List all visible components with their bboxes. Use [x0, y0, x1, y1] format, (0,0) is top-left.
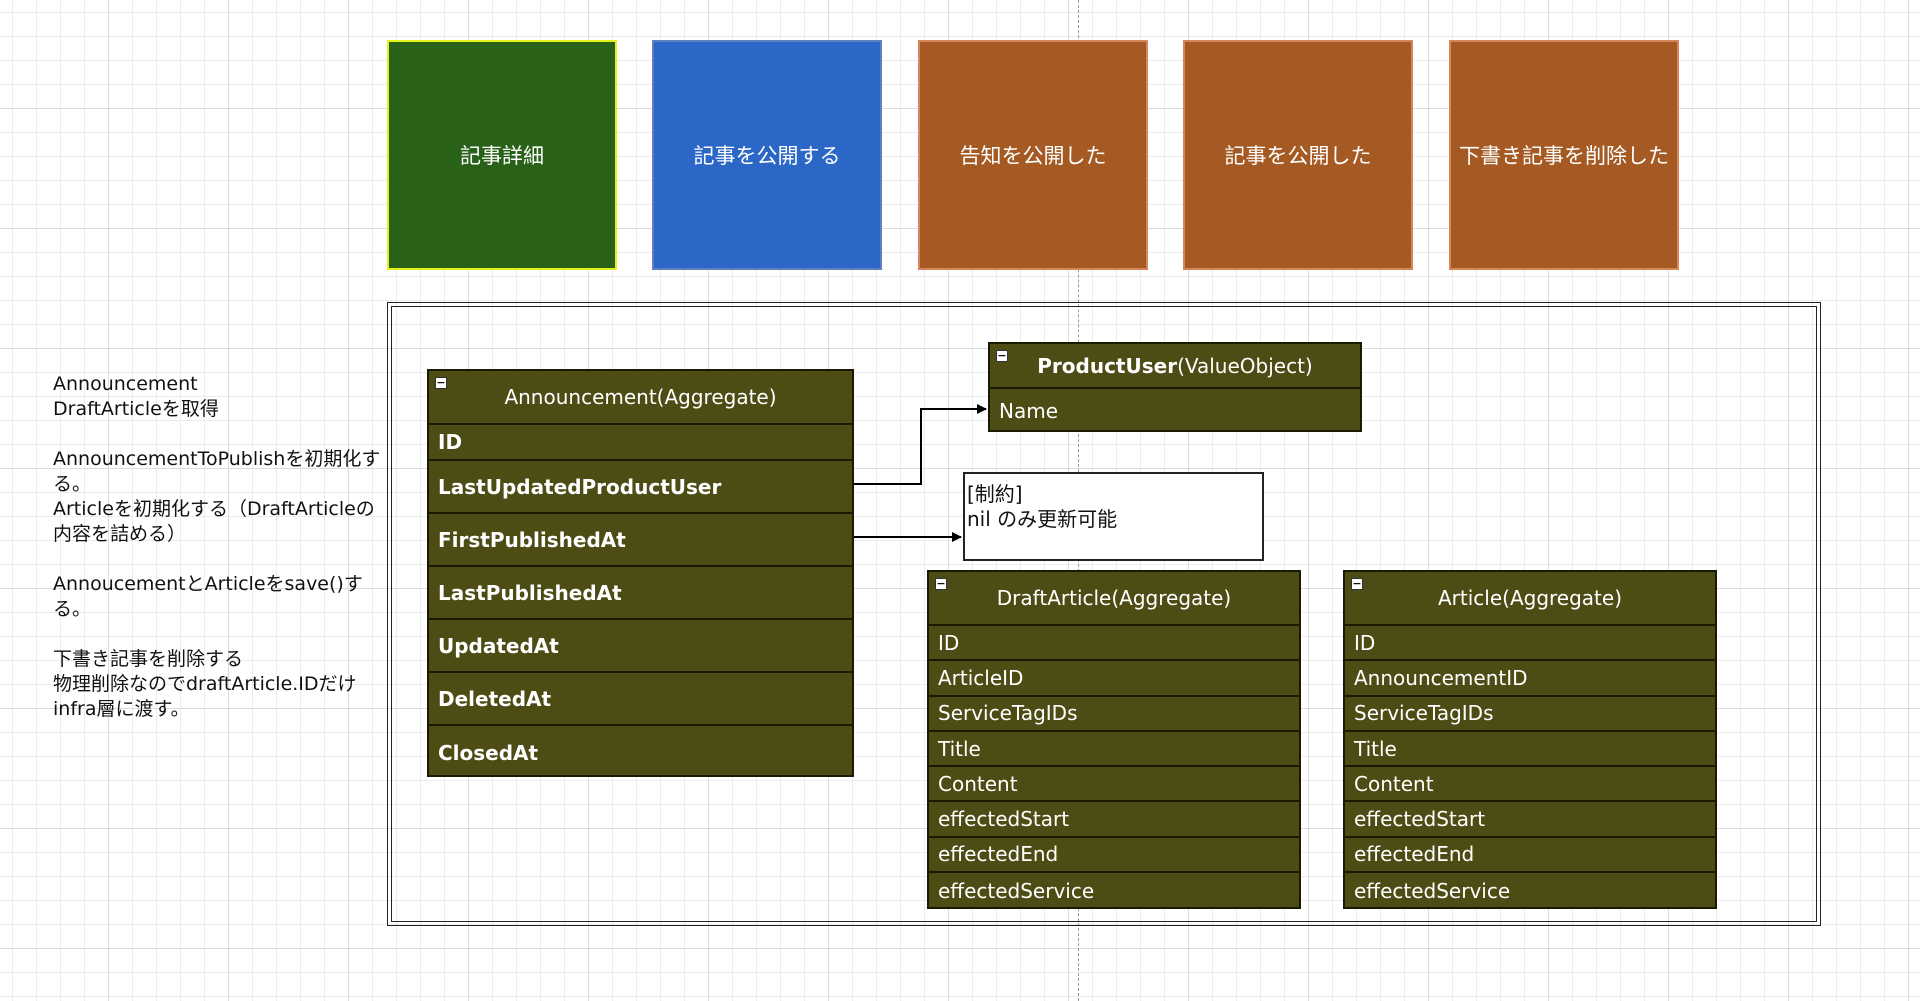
step-label: 下書き記事を削除した — [1459, 144, 1669, 168]
field-row: Content — [929, 767, 1299, 803]
field-row: effectedService — [938, 878, 1095, 903]
field-row: effectedEnd — [929, 838, 1299, 874]
field-row: ID — [1345, 626, 1715, 662]
field-row: Content — [1345, 767, 1715, 803]
entity-header: − Announcement(Aggregate) — [429, 371, 852, 425]
step-label: 記事を公開する — [693, 144, 841, 168]
field-row: ID — [929, 626, 1299, 662]
entity-title: DraftArticle(Aggregate) — [996, 586, 1232, 610]
field-row: UpdatedAt — [429, 620, 852, 673]
field-row: ServiceTagIDs — [1345, 697, 1715, 732]
field-row: effectedStart — [1345, 802, 1715, 838]
step-label: 記事詳細 — [460, 144, 544, 168]
entity-title-bold: ProductUser — [1037, 353, 1178, 378]
step-article-detail[interactable]: 記事詳細 — [387, 40, 617, 270]
field-row: Title — [929, 732, 1299, 768]
step-label: 告知を公開した — [959, 144, 1107, 168]
collapse-icon[interactable]: − — [1351, 577, 1363, 590]
field-row: ClosedAt — [438, 740, 539, 765]
entity-header: − ProductUser(ValueObject) — [990, 344, 1360, 389]
collapse-icon[interactable]: − — [435, 376, 447, 389]
step-publish-article[interactable]: 記事を公開する — [652, 40, 882, 270]
step-article-published[interactable]: 記事を公開した — [1183, 40, 1413, 270]
field-row: AnnouncementID — [1345, 661, 1715, 697]
entity-title-suffix: (ValueObject) — [1177, 353, 1313, 378]
process-notes[interactable]: Announcement DraftArticleを取得 Announcemen… — [53, 372, 383, 747]
entity-header: − Article(Aggregate) — [1345, 572, 1715, 626]
note-save: AnnoucementとArticleをsave()する。 — [53, 573, 363, 620]
article-entity[interactable]: − Article(Aggregate) ID AnnouncementID S… — [1343, 570, 1717, 909]
field-row: DeletedAt — [429, 673, 852, 726]
field-row: Title — [1345, 732, 1715, 768]
draft-article-entity[interactable]: − DraftArticle(Aggregate) ID ArticleID S… — [927, 570, 1301, 909]
step-draft-deleted[interactable]: 下書き記事を削除した — [1449, 40, 1679, 270]
field-row: effectedService — [1354, 878, 1511, 903]
field-row: Name — [999, 398, 1059, 423]
aggregate-container[interactable] — [387, 302, 1821, 926]
entity-title: ProductUser(ValueObject) — [1037, 354, 1312, 378]
entity-header: − DraftArticle(Aggregate) — [929, 572, 1299, 626]
field-row: ServiceTagIDs — [929, 697, 1299, 732]
collapse-icon[interactable]: − — [935, 577, 947, 590]
field-row: ArticleID — [929, 661, 1299, 697]
collapse-icon[interactable]: − — [996, 349, 1008, 362]
field-row: LastUpdatedProductUser — [429, 461, 852, 514]
note-initialize: AnnouncementToPublishを初期化する。 Articleを初期化… — [53, 448, 381, 545]
field-row: effectedEnd — [1345, 838, 1715, 874]
constraint-note[interactable]: [制約] nil のみ更新可能 — [963, 472, 1264, 561]
announcement-entity[interactable]: − Announcement(Aggregate) ID LastUpdated… — [427, 369, 854, 777]
field-row: ID — [429, 425, 852, 461]
product-user-entity[interactable]: − ProductUser(ValueObject) Name — [988, 342, 1362, 432]
step-announcement-published[interactable]: 告知を公開した — [918, 40, 1148, 270]
note-delete-draft: 下書き記事を削除する 物理削除なのでdraftArticle.IDだけinfra… — [53, 648, 357, 720]
field-row: LastPublishedAt — [429, 567, 852, 620]
step-label: 記事を公開した — [1224, 144, 1372, 168]
entity-title: Announcement(Aggregate) — [504, 385, 777, 409]
field-row: effectedStart — [929, 802, 1299, 838]
field-row: FirstPublishedAt — [429, 514, 852, 567]
note-fetch: Announcement DraftArticleを取得 — [53, 373, 219, 420]
connector-product-user[interactable] — [854, 404, 987, 485]
entity-title: Article(Aggregate) — [1437, 586, 1623, 610]
